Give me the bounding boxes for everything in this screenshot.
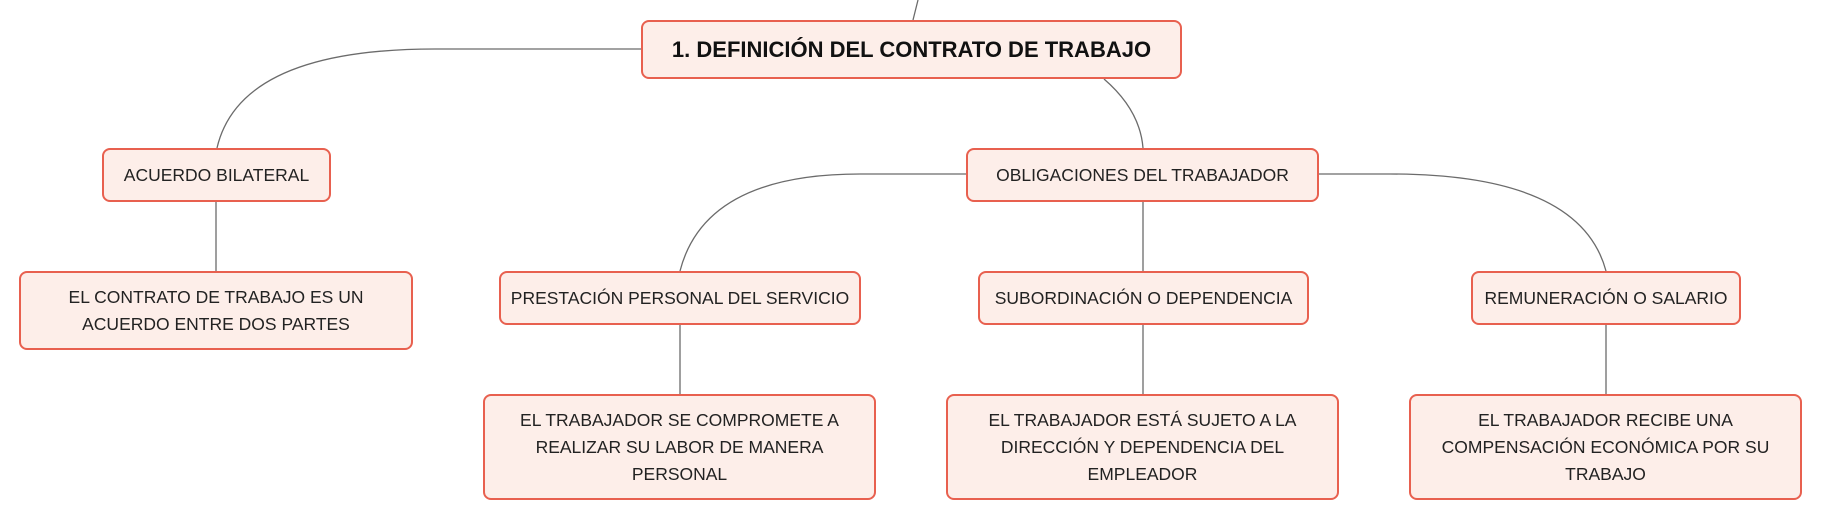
detail-prestacion[interactable]: EL TRABAJADOR SE COMPROMETE A REALIZAR S… <box>483 394 876 500</box>
detail-text: EL TRABAJADOR SE COMPROMETE A REALIZAR S… <box>520 409 839 484</box>
subtopic-label: REMUNERACIÓN O SALARIO <box>1484 287 1728 308</box>
topic-acuerdo-bilateral[interactable]: ACUERDO BILATERAL <box>102 148 331 202</box>
connector-top-stub <box>912 0 919 21</box>
root-topic[interactable]: 1. DEFINICIÓN DEL CONTRATO DE TRABAJO <box>641 20 1182 79</box>
subtopic-prestacion[interactable]: PRESTACIÓN PERSONAL DEL SERVICIO <box>499 271 861 325</box>
topic-label: OBLIGACIONES DEL TRABAJADOR <box>996 164 1289 185</box>
topic-label: ACUERDO BILATERAL <box>123 164 310 185</box>
topic-obligaciones-del-trabajador[interactable]: OBLIGACIONES DEL TRABAJADOR <box>966 148 1319 202</box>
detail-acuerdo-bilateral[interactable]: EL CONTRATO DE TRABAJO ES UN ACUERDO ENT… <box>19 271 413 350</box>
subtopic-label: PRESTACIÓN PERSONAL DEL SERVICIO <box>510 287 850 308</box>
subtopic-label: SUBORDINACIÓN O DEPENDENCIA <box>994 287 1293 308</box>
detail-subordinacion[interactable]: EL TRABAJADOR ESTÁ SUJETO A LA DIRECCIÓN… <box>946 394 1339 500</box>
subtopic-subordinacion[interactable]: SUBORDINACIÓN O DEPENDENCIA <box>978 271 1309 325</box>
connector-obligaciones-remuneracion <box>1319 173 1607 272</box>
connector-root-acuerdo <box>216 48 641 149</box>
detail-remuneracion[interactable]: EL TRABAJADOR RECIBE UNA COMPENSACIÓN EC… <box>1409 394 1802 500</box>
detail-text: EL TRABAJADOR RECIBE UNA COMPENSACIÓN EC… <box>1441 409 1770 484</box>
detail-text: EL CONTRATO DE TRABAJO ES UN ACUERDO ENT… <box>68 286 364 334</box>
subtopic-remuneracion[interactable]: REMUNERACIÓN O SALARIO <box>1471 271 1741 325</box>
detail-text: EL TRABAJADOR ESTÁ SUJETO A LA DIRECCIÓN… <box>988 409 1297 484</box>
connector-obligaciones-prestacion <box>679 173 966 272</box>
connector-root-obligaciones <box>1103 78 1144 149</box>
root-topic-label: 1. DEFINICIÓN DEL CONTRATO DE TRABAJO <box>671 37 1152 62</box>
